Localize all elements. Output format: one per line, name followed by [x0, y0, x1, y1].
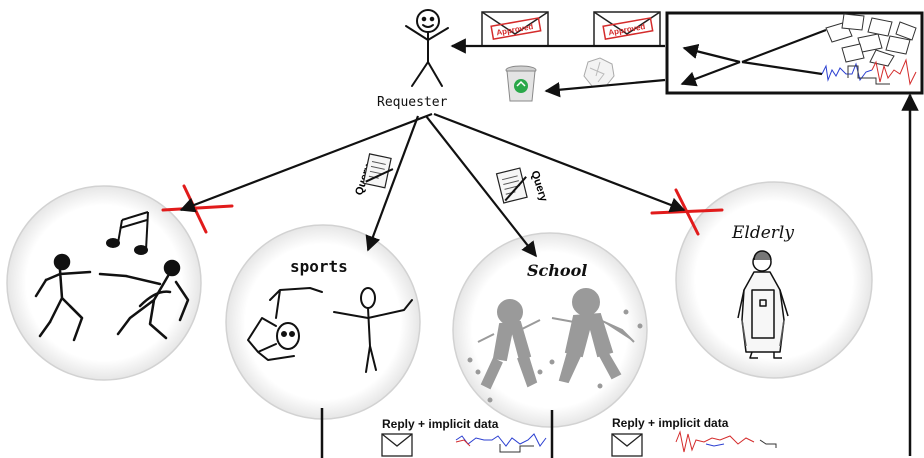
document-icon: [495, 167, 528, 204]
sports-label: sports: [290, 257, 348, 276]
music-note-icon: [106, 211, 149, 255]
reply-label: Reply + implicit data: [382, 417, 499, 431]
processing-box: [665, 11, 924, 95]
reply-label: Reply + implicit data: [612, 416, 729, 430]
requester-label: Requester: [377, 95, 448, 110]
dancers-icon: [34, 253, 190, 342]
reply-left: Reply + implicit data: [381, 417, 547, 457]
elderly-woman-icon: [737, 250, 789, 359]
trash-bin-icon: [505, 65, 537, 102]
requester: Requester: [377, 9, 449, 110]
signal-icon: [455, 433, 547, 453]
envelope-icon: [381, 433, 413, 457]
school-group: School: [452, 232, 648, 428]
query-document-left: Query: [353, 153, 394, 197]
crumpled-paper-icon: [583, 57, 615, 87]
school-label: School: [527, 261, 587, 280]
document-icon: [362, 153, 394, 189]
sports-group: sports: [225, 224, 421, 420]
cross-mark-icon: [650, 188, 724, 236]
approved-envelope-1: Approved: [481, 11, 549, 47]
athletes-icon: [247, 287, 413, 373]
envelope-pile-icon: [825, 13, 917, 67]
envelope-icon: [481, 11, 549, 47]
envelope-icon: [611, 433, 643, 457]
reply-right: Reply + implicit data: [611, 416, 777, 457]
elderly-label: Elderly: [731, 223, 794, 243]
stick-figure-icon: [405, 9, 449, 87]
children-icon: [467, 288, 643, 403]
arrows: [179, 28, 919, 458]
elderly-group: Elderly: [675, 181, 873, 379]
signal-icon: [675, 430, 777, 453]
query-label: Query: [528, 169, 550, 204]
music-group: [6, 185, 202, 381]
approved-envelope-2: Approved: [593, 11, 661, 47]
query-document-right: Query: [495, 167, 550, 204]
signal-icon: [821, 58, 917, 86]
